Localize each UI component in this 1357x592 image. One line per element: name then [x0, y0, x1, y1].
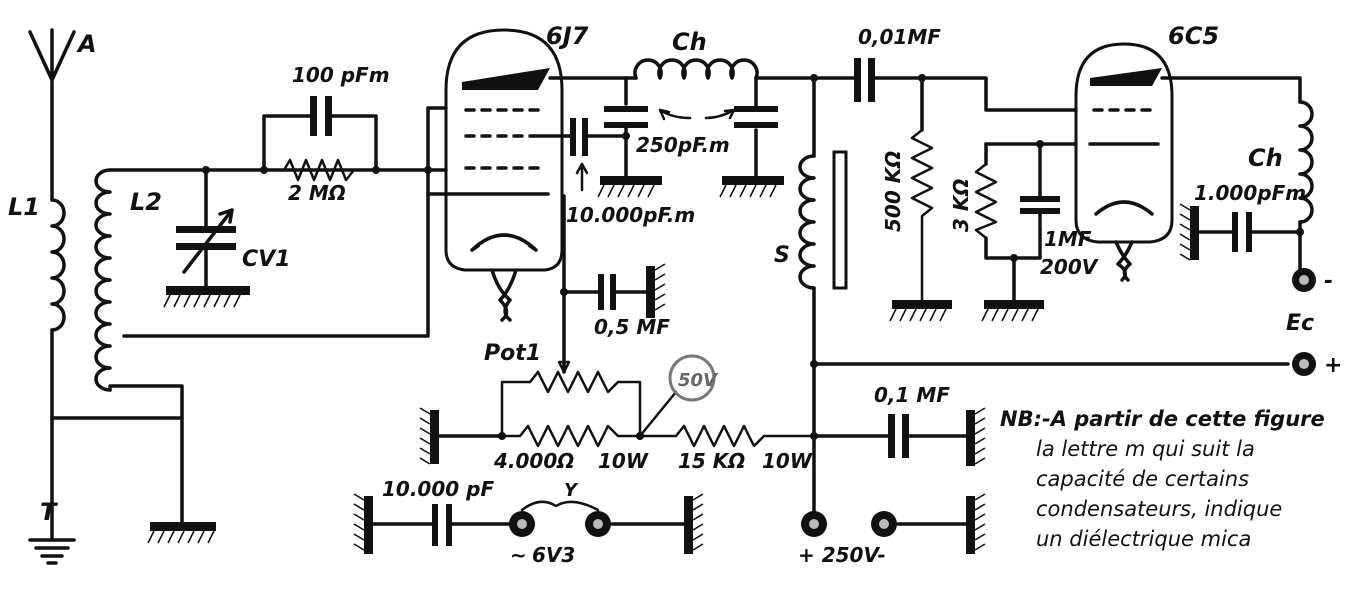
resistor-3k [974, 162, 998, 240]
terminal-250v-minus [871, 511, 897, 537]
capacitor-1000pfm [1232, 212, 1252, 252]
grid-input-wire [426, 168, 448, 196]
chassis-ground-5 [646, 263, 666, 318]
ground-label: T [40, 498, 58, 526]
coil-s [798, 150, 848, 290]
l2-tap-wire [122, 106, 448, 338]
choke1-label: Ch [672, 28, 707, 56]
coil-l2 [94, 168, 112, 392]
coil-l1 [50, 198, 66, 332]
heater-link-wire [520, 500, 600, 512]
r-15k-label: 15 KΩ [678, 449, 745, 473]
chassis-ground-4 [719, 176, 784, 198]
badge-50v-text: 50V [678, 370, 719, 391]
chassis-ground-7 [966, 407, 986, 466]
chassis-ground-11 [353, 493, 373, 554]
resistor-15kohm [638, 424, 816, 448]
c-1mf-v-label: 200V [1040, 255, 1099, 279]
capacitor-10000pfm [570, 118, 589, 192]
earth-ground-symbol [28, 538, 76, 565]
ec-minus-label: - [1324, 269, 1333, 294]
choke-ch2 [1298, 100, 1314, 224]
resistor-4000ohm [500, 424, 642, 448]
v63-label: 6V3 [532, 543, 575, 567]
c-10000-label: 10.000 pF [382, 477, 494, 501]
cv1-label: CV1 [242, 247, 290, 272]
capacitor-250pfm-left [604, 106, 648, 128]
choke2-label: Ch [1248, 144, 1283, 172]
tube-6c5 [1074, 42, 1174, 282]
badge-pointer [638, 390, 678, 438]
c-10000m-label: 10.000pF.m [566, 203, 695, 227]
antenna-label: A [76, 30, 97, 58]
r-grid-label: 2 MΩ [288, 181, 346, 205]
capacitor-05mf [598, 274, 616, 310]
chassis-ground-12 [684, 493, 704, 554]
r-15k-w-label: 10W [762, 449, 813, 473]
resistor-500k [910, 128, 934, 302]
chassis-ground-8 [889, 300, 952, 322]
chassis-ground-6 [419, 407, 439, 465]
l2-bottom-wire [108, 384, 184, 420]
v250-label: + 250V- [798, 543, 886, 567]
antenna [28, 28, 76, 82]
c-05-label: 0,5 MF [594, 315, 670, 339]
l1-l2-bottom-wire [50, 416, 184, 524]
terminal-heater-right [585, 511, 611, 537]
terminal-250v-plus [801, 511, 827, 537]
tube2-label: 6C5 [1168, 22, 1219, 50]
r-500k-label: 500 KΩ [881, 151, 905, 232]
c-001-label: 0,01MF [858, 25, 941, 49]
c-01-label: 0,1 MF [874, 383, 950, 407]
tube1-label: 6J7 [546, 22, 589, 50]
capacitor-10000pf [432, 504, 452, 546]
note-line-5: un diélectrique mica [1036, 527, 1251, 551]
s-label: S [774, 243, 790, 268]
tube2-plate-wire [1160, 76, 1302, 104]
c-250-label: 250pF.m [636, 133, 730, 157]
capacitor-001mf [854, 58, 875, 102]
l2-label: L2 [130, 188, 162, 216]
resistor-2mohm [282, 158, 356, 182]
note-block: NB:-A partir de cette figure la lettre m… [1000, 407, 1325, 551]
chassis-ground-9 [981, 300, 1044, 322]
ac-symbol: ∼ [510, 543, 527, 567]
note-line-1: NB:-A partir de cette figure [1000, 407, 1325, 431]
capacitor-250pfm-right [734, 106, 778, 128]
tube-6j7 [444, 28, 564, 322]
r-4000-label: 4.000Ω [493, 449, 574, 473]
r-4000-w-label: 10W [598, 449, 649, 473]
capacitor-01mf [888, 414, 909, 458]
chassis-ground-3 [597, 176, 662, 198]
c-grid-label: 100 pFm [292, 63, 390, 87]
note-line-4: condensateurs, indique [1036, 497, 1282, 521]
capacitor-100pfm [310, 96, 332, 136]
terminal-heater-left [509, 511, 535, 537]
capacitor-1mf [1020, 196, 1060, 214]
variable-link-arrows [658, 108, 736, 121]
chassis-ground-10 [1179, 203, 1199, 261]
l1-label: L1 [8, 193, 40, 221]
ec-label: Ec [1286, 311, 1314, 336]
voltage-badge-50v: 50V [668, 354, 719, 402]
chassis-ground-13 [966, 493, 986, 554]
pot1-label: Pot1 [484, 341, 541, 366]
note-line-3: capacité de certains [1036, 467, 1249, 491]
chassis-ground-1 [147, 522, 216, 544]
choke-ch1 [633, 58, 759, 80]
grid-cap-wires [262, 114, 378, 172]
y-label: Y [564, 480, 579, 501]
r-3k-label: 3 KΩ [949, 179, 973, 232]
terminal-ec-plus [1292, 352, 1316, 376]
coupling-wire [812, 76, 1078, 112]
note-line-2: la lettre m qui suit la [1036, 437, 1255, 461]
c-1000-label: 1.000pFm [1194, 181, 1306, 205]
chassis-ground-2 [163, 286, 250, 308]
pot-wiper-arrow [557, 360, 571, 374]
variable-capacitor-cv1 [176, 208, 236, 274]
terminal-ec-minus [1292, 268, 1316, 292]
potentiometer-pot1 [500, 370, 642, 438]
ec-plus-label: + [1324, 353, 1342, 378]
